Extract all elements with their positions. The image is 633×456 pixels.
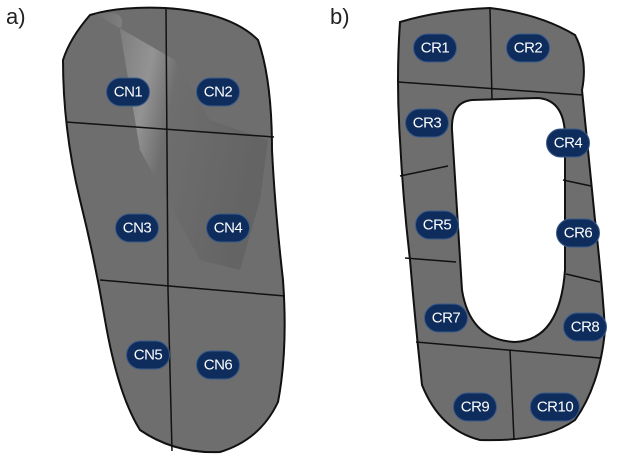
region-tag: CN3 <box>115 213 159 243</box>
region-tag: CR10 <box>529 392 581 422</box>
region-tag: CN4 <box>206 213 250 243</box>
insole-a <box>61 6 286 454</box>
panel-label-a: a) <box>6 4 26 29</box>
region-tag: CR7 <box>424 303 468 333</box>
region-tag: CR4 <box>546 128 590 158</box>
region-tag: CR1 <box>413 33 457 63</box>
region-tag: CR3 <box>405 108 449 138</box>
region-tag: CN1 <box>106 77 150 107</box>
region-tag: CN5 <box>126 340 170 370</box>
region-tag: CR6 <box>556 218 600 248</box>
region-tag: CR9 <box>453 392 497 422</box>
panel-label-b: b) <box>330 4 350 29</box>
region-tag: CR2 <box>506 33 550 63</box>
region-tag: CN2 <box>196 77 240 107</box>
region-tag: CR5 <box>415 210 459 240</box>
region-tag: CR8 <box>563 312 607 342</box>
region-tag: CN6 <box>196 350 240 380</box>
